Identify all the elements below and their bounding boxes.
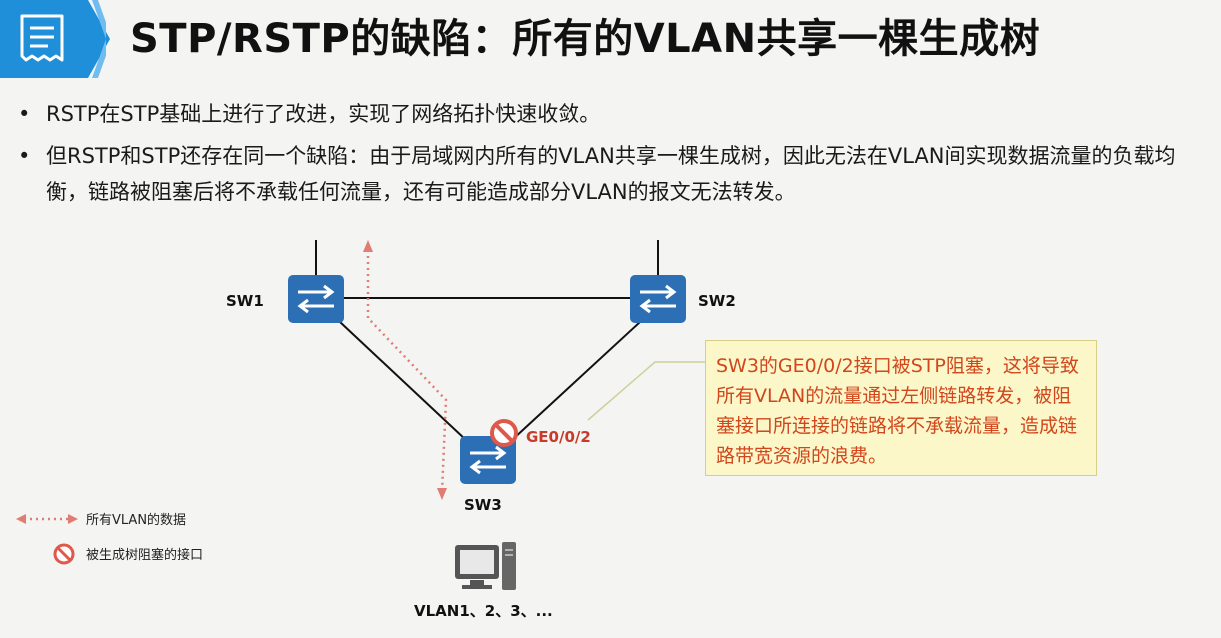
- bullet-item: • 但RSTP和STP还存在同一个缺陷：由于局域网内所有的VLAN共享一棵生成树…: [18, 138, 1208, 210]
- bullet-item: • RSTP在STP基础上进行了改进，实现了网络拓扑快速收敛。: [18, 96, 1208, 132]
- bullet-list: • RSTP在STP基础上进行了改进，实现了网络拓扑快速收敛。 • 但RSTP和…: [18, 96, 1208, 216]
- sw1-label: SW1: [226, 292, 264, 310]
- header-band: [0, 0, 110, 78]
- bullet-marker: •: [18, 102, 31, 126]
- blocked-port-icon: [490, 419, 518, 447]
- data-path-arrow-down: [437, 488, 447, 500]
- legend-data-path-symbol: [16, 514, 78, 524]
- callout-leader-line: [587, 361, 705, 421]
- data-path-arrow-up: [363, 240, 373, 252]
- switch-sw2-icon: [630, 275, 686, 323]
- legend-blocked-icon: [53, 543, 75, 565]
- switch-sw1-icon: [288, 275, 344, 323]
- link-sw2-sw3: [511, 321, 641, 441]
- bullet-text: 但RSTP和STP还存在同一个缺陷：由于局域网内所有的VLAN共享一棵生成树，因…: [46, 144, 1176, 204]
- sw2-label: SW2: [698, 292, 736, 310]
- callout-text: SW3的GE0/0/2接口被STP阻塞，这将导致所有VLAN的流量通过左侧链路转…: [716, 355, 1079, 467]
- callout-box: SW3的GE0/0/2接口被STP阻塞，这将导致所有VLAN的流量通过左侧链路转…: [705, 340, 1097, 476]
- vlan-data-path: [366, 250, 448, 493]
- bullet-marker: •: [18, 144, 31, 168]
- hosts-label: VLAN1、2、3、...: [414, 602, 553, 620]
- notes-icon: [20, 14, 64, 62]
- switch-sw3-icon: [460, 436, 516, 484]
- sw3-label: SW3: [464, 496, 502, 514]
- pc-icon: [455, 542, 516, 590]
- legend-data-path-label: 所有VLAN的数据: [86, 512, 186, 528]
- legend-blocked-label: 被生成树阻塞的接口: [86, 547, 203, 563]
- blocked-port-label: GE0/0/2: [526, 428, 591, 446]
- bullet-text: RSTP在STP基础上进行了改进，实现了网络拓扑快速收敛。: [46, 102, 601, 126]
- link-sw1-sw3: [339, 321, 467, 441]
- page-title: STP/RSTP的缺陷：所有的VLAN共享一棵生成树: [130, 16, 1041, 62]
